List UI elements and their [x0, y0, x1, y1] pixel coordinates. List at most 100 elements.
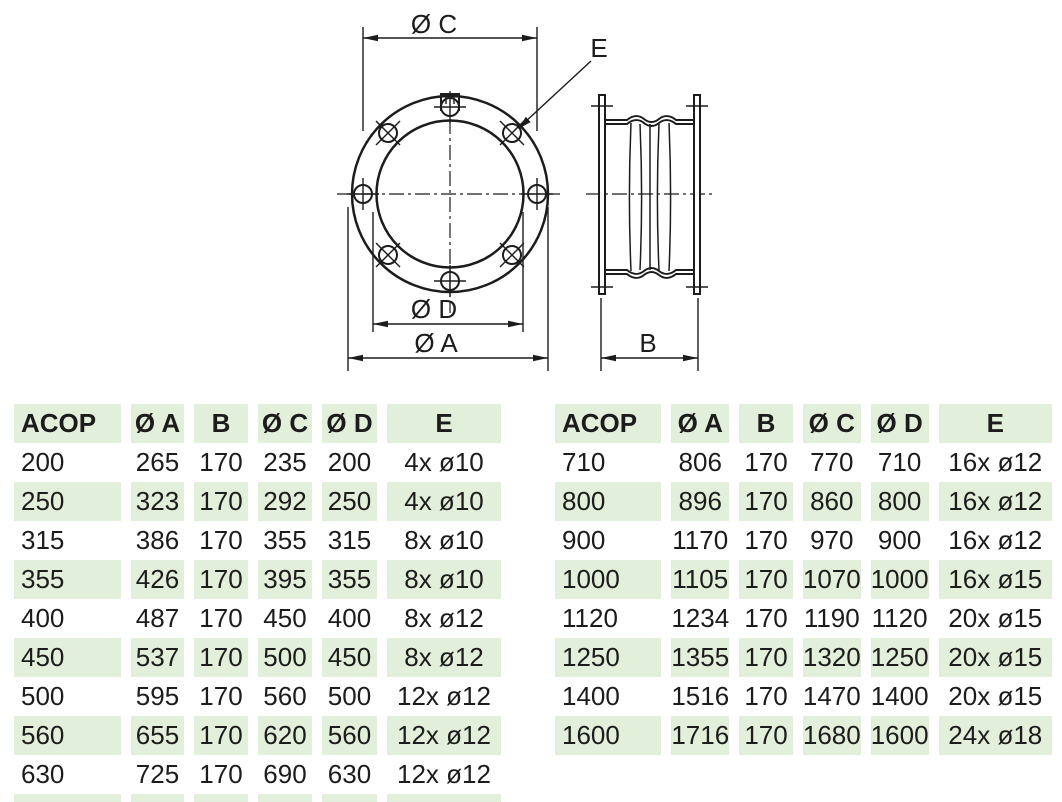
table-cell: 770 — [810, 447, 854, 477]
table-cell: 1400 — [562, 681, 620, 711]
dim-label-e: E — [590, 33, 607, 63]
table-cell: 800 — [555, 482, 662, 521]
table-cell: 200 — [21, 447, 65, 477]
table-cell: 395 — [258, 560, 312, 599]
table-cell: 620 — [258, 716, 312, 755]
table-cell: 450 — [263, 603, 307, 633]
table-cell: 900 — [562, 525, 606, 555]
column-header: Ø A — [671, 404, 730, 443]
table-cell: 170 — [199, 447, 243, 477]
table-cell: 860 — [802, 482, 861, 521]
table-cell: 450 — [322, 638, 377, 677]
table-cell: 8x ø10 — [404, 525, 484, 555]
bolt-hole-bottom — [434, 265, 466, 297]
table-cell: 896 — [671, 482, 730, 521]
table-cell: 560 — [263, 681, 307, 711]
table-cell: 170 — [744, 447, 788, 477]
table-cell — [322, 794, 377, 802]
table-cell: 900 — [877, 525, 922, 555]
table-cell: 800 — [870, 482, 929, 521]
table-cell: 1600 — [555, 716, 662, 755]
table-cell: 200 — [327, 447, 372, 477]
table-cell: 20x ø15 — [938, 638, 1052, 677]
table-cell: 4x ø10 — [404, 447, 484, 477]
table-cell: 8x ø12 — [387, 638, 501, 677]
table-cell: 16x ø12 — [948, 447, 1043, 477]
table-cell: 690 — [263, 759, 307, 789]
table-cell: 1600 — [870, 716, 929, 755]
table-cell: 170 — [194, 638, 248, 677]
table-cell: 1170 — [672, 525, 729, 555]
table-cell: 170 — [199, 681, 243, 711]
table-cell: 1716 — [671, 716, 730, 755]
dimension-dia-d: Ø D — [372, 212, 524, 332]
column-header: B — [739, 404, 793, 443]
column-header: Ø C — [802, 404, 861, 443]
left-flange-plate — [598, 94, 606, 295]
column-header: ACOP — [555, 404, 662, 443]
table-cell: 386 — [135, 525, 180, 555]
table-cell — [131, 794, 184, 802]
dim-label-dia-d: Ø D — [411, 294, 457, 324]
table-cell: 170 — [744, 681, 788, 711]
table-cell: 170 — [194, 560, 248, 599]
table-cell: 170 — [199, 525, 243, 555]
table-cell — [14, 794, 121, 802]
table-cell — [258, 794, 312, 802]
table-cell: 170 — [199, 759, 243, 789]
table-cell: 1400 — [870, 681, 929, 711]
dim-label-dia-c: Ø C — [411, 9, 457, 39]
table-cell: 20x ø15 — [948, 681, 1043, 711]
bolt-hole-top — [434, 91, 466, 123]
column-header: E — [938, 404, 1052, 443]
table-cell: 315 — [327, 525, 372, 555]
column-header: Ø D — [870, 404, 929, 443]
table-cell: 235 — [263, 447, 307, 477]
table-cell: 1320 — [802, 638, 861, 677]
table-cell: 426 — [131, 560, 184, 599]
table-cell: 1000 — [870, 560, 929, 599]
table-cell: 630 — [21, 759, 65, 789]
table-cell: 1070 — [802, 560, 861, 599]
table-cell: 292 — [258, 482, 312, 521]
bolt-hole-upper-left — [375, 120, 401, 146]
dimension-b: B — [600, 298, 699, 371]
table-cell: 24x ø18 — [938, 716, 1052, 755]
column-header: Ø A — [131, 404, 184, 443]
table-cell: 400 — [21, 603, 65, 633]
table-cell: 1516 — [671, 681, 730, 711]
table-cell: 170 — [739, 560, 793, 599]
table-cell — [387, 794, 501, 802]
right-flange-plate — [693, 94, 701, 295]
table-cell: 1680 — [802, 716, 861, 755]
column-header: ACOP — [14, 404, 121, 443]
table-cell: 1234 — [671, 603, 730, 633]
table-cell: 170 — [194, 482, 248, 521]
partial-row-clipped — [14, 794, 501, 802]
table-cell: 20x ø15 — [948, 603, 1043, 633]
table-cell: 710 — [877, 447, 922, 477]
table-cell: 170 — [744, 525, 788, 555]
bolt-hole-right — [521, 178, 553, 210]
table-cell: 170 — [744, 603, 788, 633]
table-cell: 8x ø10 — [387, 560, 501, 599]
table-cell — [194, 794, 248, 802]
table-cell: 170 — [199, 603, 243, 633]
